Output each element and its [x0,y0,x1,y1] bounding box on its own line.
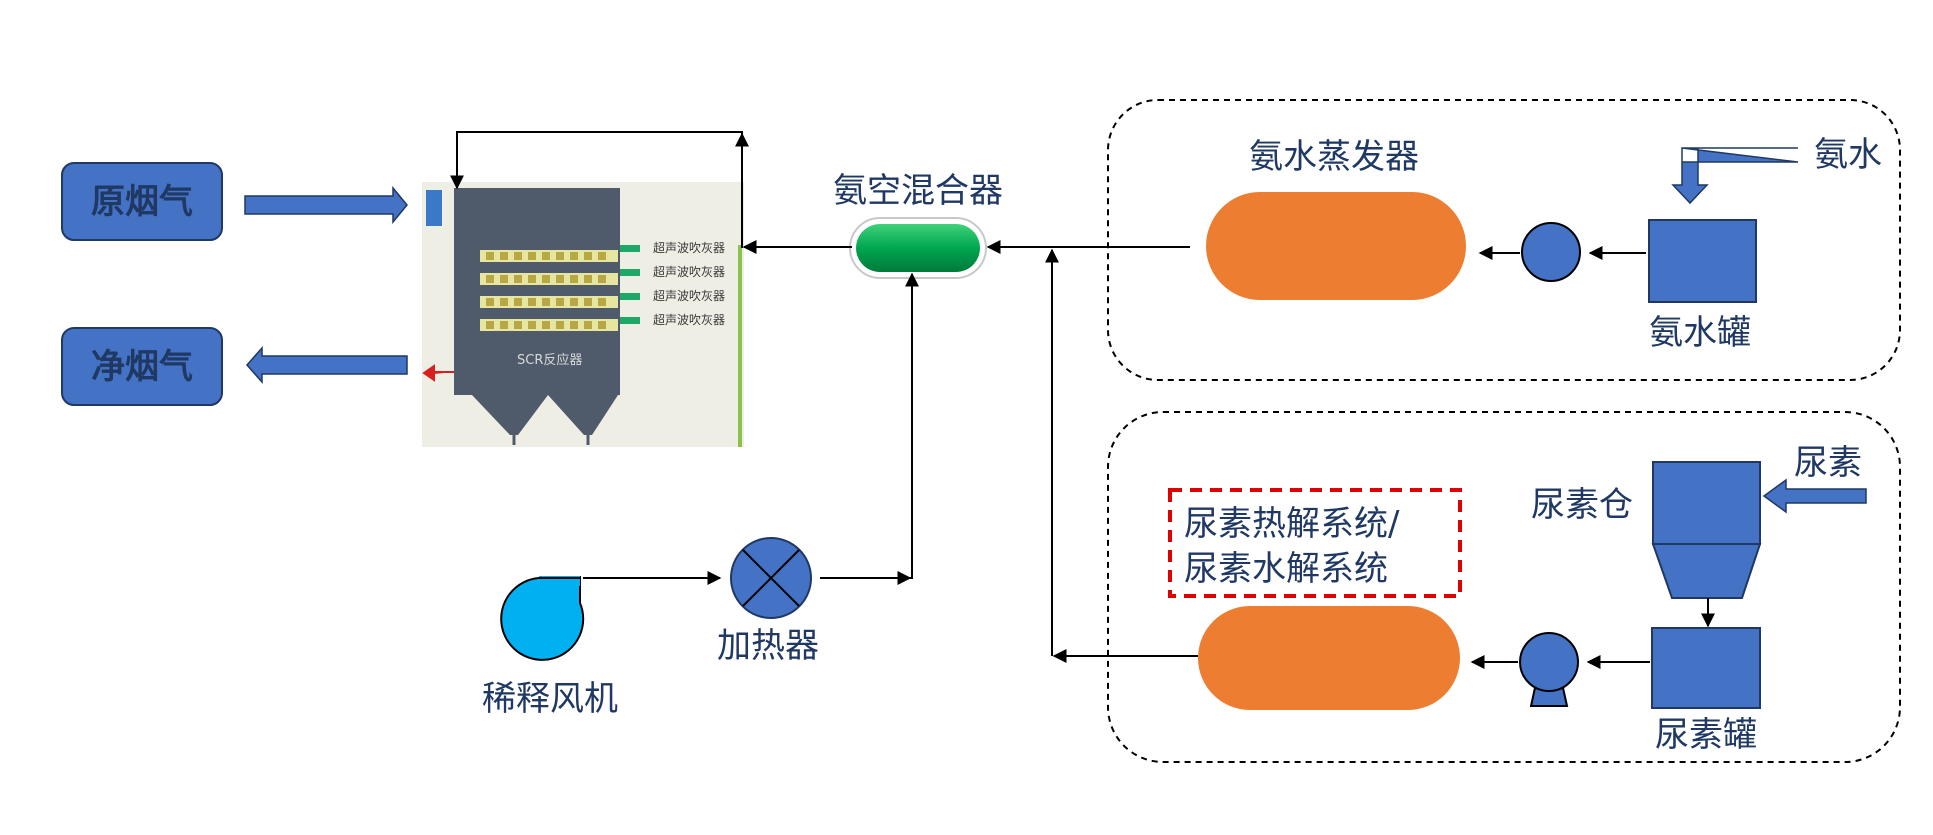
heater-to-mixer-line [820,272,919,579]
heater-icon [730,537,812,619]
ammonia-tank [1648,219,1757,303]
raw-flue-gas-label: 原烟气 [91,182,193,222]
urea-inlet-arrow [1762,478,1867,514]
svg-text:超声波吹灰器: 超声波吹灰器 [653,264,725,279]
soot-blower-2: 超声波吹灰器 [620,264,725,279]
clean-flue-gas-label: 净烟气 [91,347,193,387]
ammonia-pump-icon [1521,222,1581,282]
urea-pump-icon [1519,632,1579,707]
urea-silo-label: 尿素仓 [1531,485,1633,525]
ammonia-water-system-group [1107,99,1901,381]
svg-text:超声波吹灰器: 超声波吹灰器 [653,288,725,303]
soot-blower-1: 超声波吹灰器 [620,240,725,255]
heater-label: 加热器 [717,626,819,666]
scr-reactor: SCR反应器 超声波吹灰器 超声波吹灰器 超声波吹灰器 超声波吹灰器 [422,182,744,447]
urea-silo [1651,461,1762,599]
ammonia-water-inlet-arrow [1671,147,1799,205]
svg-text:超声波吹灰器: 超声波吹灰器 [653,240,725,255]
catalyst-layers [480,250,618,331]
soot-blower-3: 超声波吹灰器 [620,288,725,303]
scr-reactor-label: SCR反应器 [517,352,582,368]
urea-system-label-line1: 尿素热解系统/ [1184,504,1400,544]
dilution-fan-icon [500,575,585,661]
ammonia-evaporator-label: 氨水蒸发器 [1249,137,1419,177]
dilution-fan-label: 稀释风机 [482,679,618,719]
urea-system-label-line2: 尿素水解系统 [1184,549,1388,589]
raw-gas-inlet-arrow [244,185,408,225]
urea-decomposer-tank [1198,606,1460,710]
urea-system-group [1107,411,1901,763]
ammonia-air-mixer-label: 氨空混合器 [833,171,1003,211]
svg-text:超声波吹灰器: 超声波吹灰器 [653,312,725,327]
urea-tank [1651,627,1761,709]
ammonia-air-mixer [849,217,987,279]
clean-gas-outlet-arrow [245,346,408,384]
reactor-outlet-red-arrow [422,364,454,382]
urea-inlet-label: 尿素 [1794,443,1862,483]
reactor-top-loop-line [450,131,743,248]
raw-flue-gas-node: 原烟气 [61,162,223,241]
urea-tank-label: 尿素罐 [1655,715,1757,755]
clean-flue-gas-node: 净烟气 [61,327,223,406]
ammonia-evaporator-tank [1206,192,1466,300]
ammonia-water-inlet-label: 氨水 [1814,135,1882,175]
ammonia-tank-label: 氨水罐 [1649,313,1751,353]
urea-system-highlight-box [1168,488,1462,598]
soot-blower-4: 超声波吹灰器 [620,312,725,327]
